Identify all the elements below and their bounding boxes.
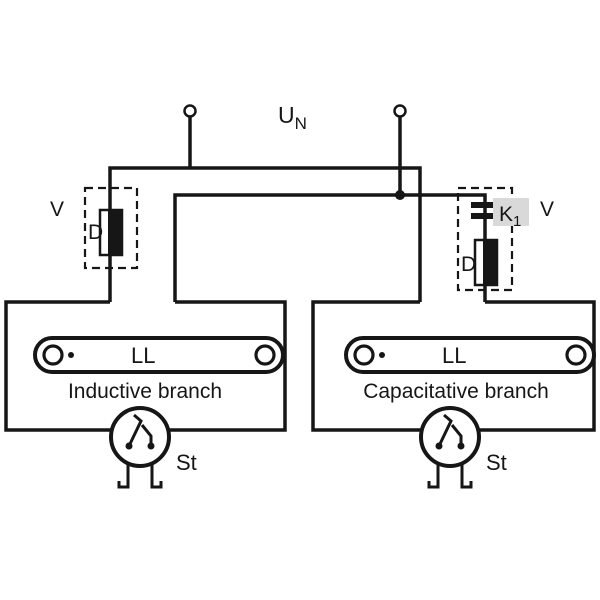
starter-label-left: St xyxy=(176,450,197,475)
branch-name-right: Capacitative branch xyxy=(363,380,549,403)
capacitor-label: K1 xyxy=(499,203,521,230)
lamp-electrode-dot xyxy=(379,352,385,358)
starter-symbol-left xyxy=(109,406,171,489)
ballast-box-label-right: V xyxy=(540,198,554,221)
branch-name-left: Inductive branch xyxy=(68,380,222,403)
ballast-box-label-left: V xyxy=(50,198,64,221)
lamp-label-right: LL xyxy=(442,343,466,368)
ballast-dashed-box-left xyxy=(83,186,139,270)
starter-symbol-right xyxy=(419,406,481,489)
capacitor-label-highlight xyxy=(493,198,529,226)
ballast-symbol-left xyxy=(98,208,124,257)
lamp-symbol-left xyxy=(33,336,285,374)
capacitor-symbol xyxy=(471,202,499,219)
supply-terminal-right-icon xyxy=(393,104,407,118)
ballast-label-right: D xyxy=(461,253,476,276)
supply-voltage-label: UN xyxy=(278,102,307,133)
wire-left-terminal-feed xyxy=(108,116,422,302)
ballast-symbol-right xyxy=(473,238,499,287)
supply-terminal-left-icon xyxy=(183,104,197,118)
lamp-electrode-dot xyxy=(68,352,74,358)
lamp-symbol-right xyxy=(344,336,596,374)
wire-right-terminal-feed xyxy=(173,116,487,302)
ballast-label-left: D xyxy=(88,221,103,244)
starter-label-right: St xyxy=(486,450,507,475)
lamp-label-left: LL xyxy=(131,343,155,368)
junction-dot xyxy=(395,190,405,200)
ballast-dashed-box-right xyxy=(456,186,514,292)
